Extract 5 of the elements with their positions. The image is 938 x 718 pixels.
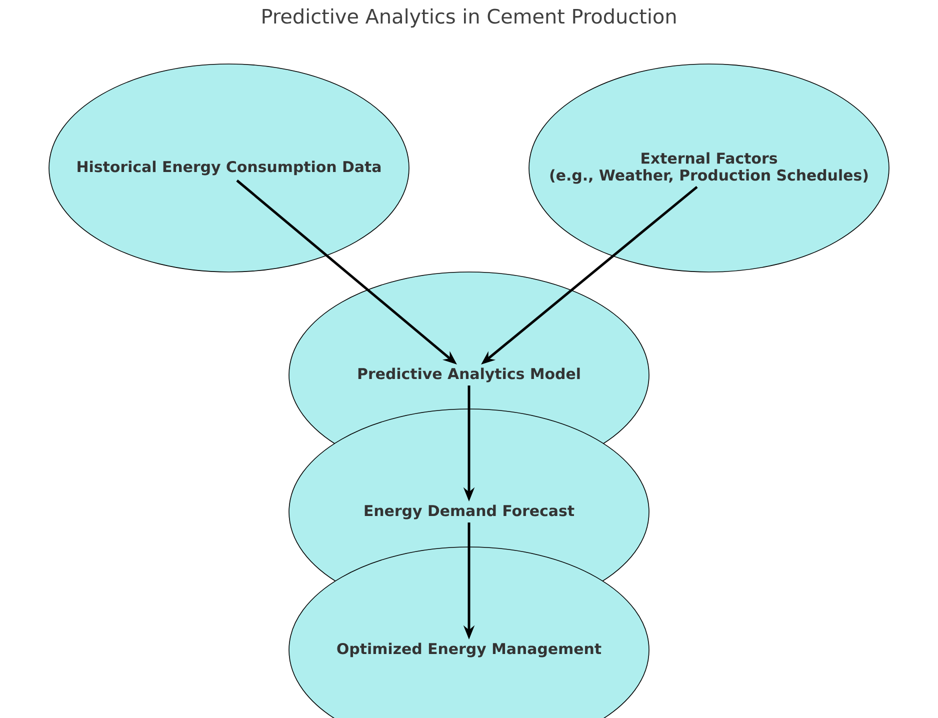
- ellipse-node: Optimized Energy Management: [288, 546, 650, 718]
- title: Predictive Analytics in Cement Production: [262, 8, 676, 28]
- node-label: Optimized Energy Management: [337, 642, 602, 658]
- ellipse-node: External Factors (e.g., Weather, Production Schedules): [528, 64, 890, 272]
- ellipse-node: Historical Energy Consumption Data: [48, 64, 410, 272]
